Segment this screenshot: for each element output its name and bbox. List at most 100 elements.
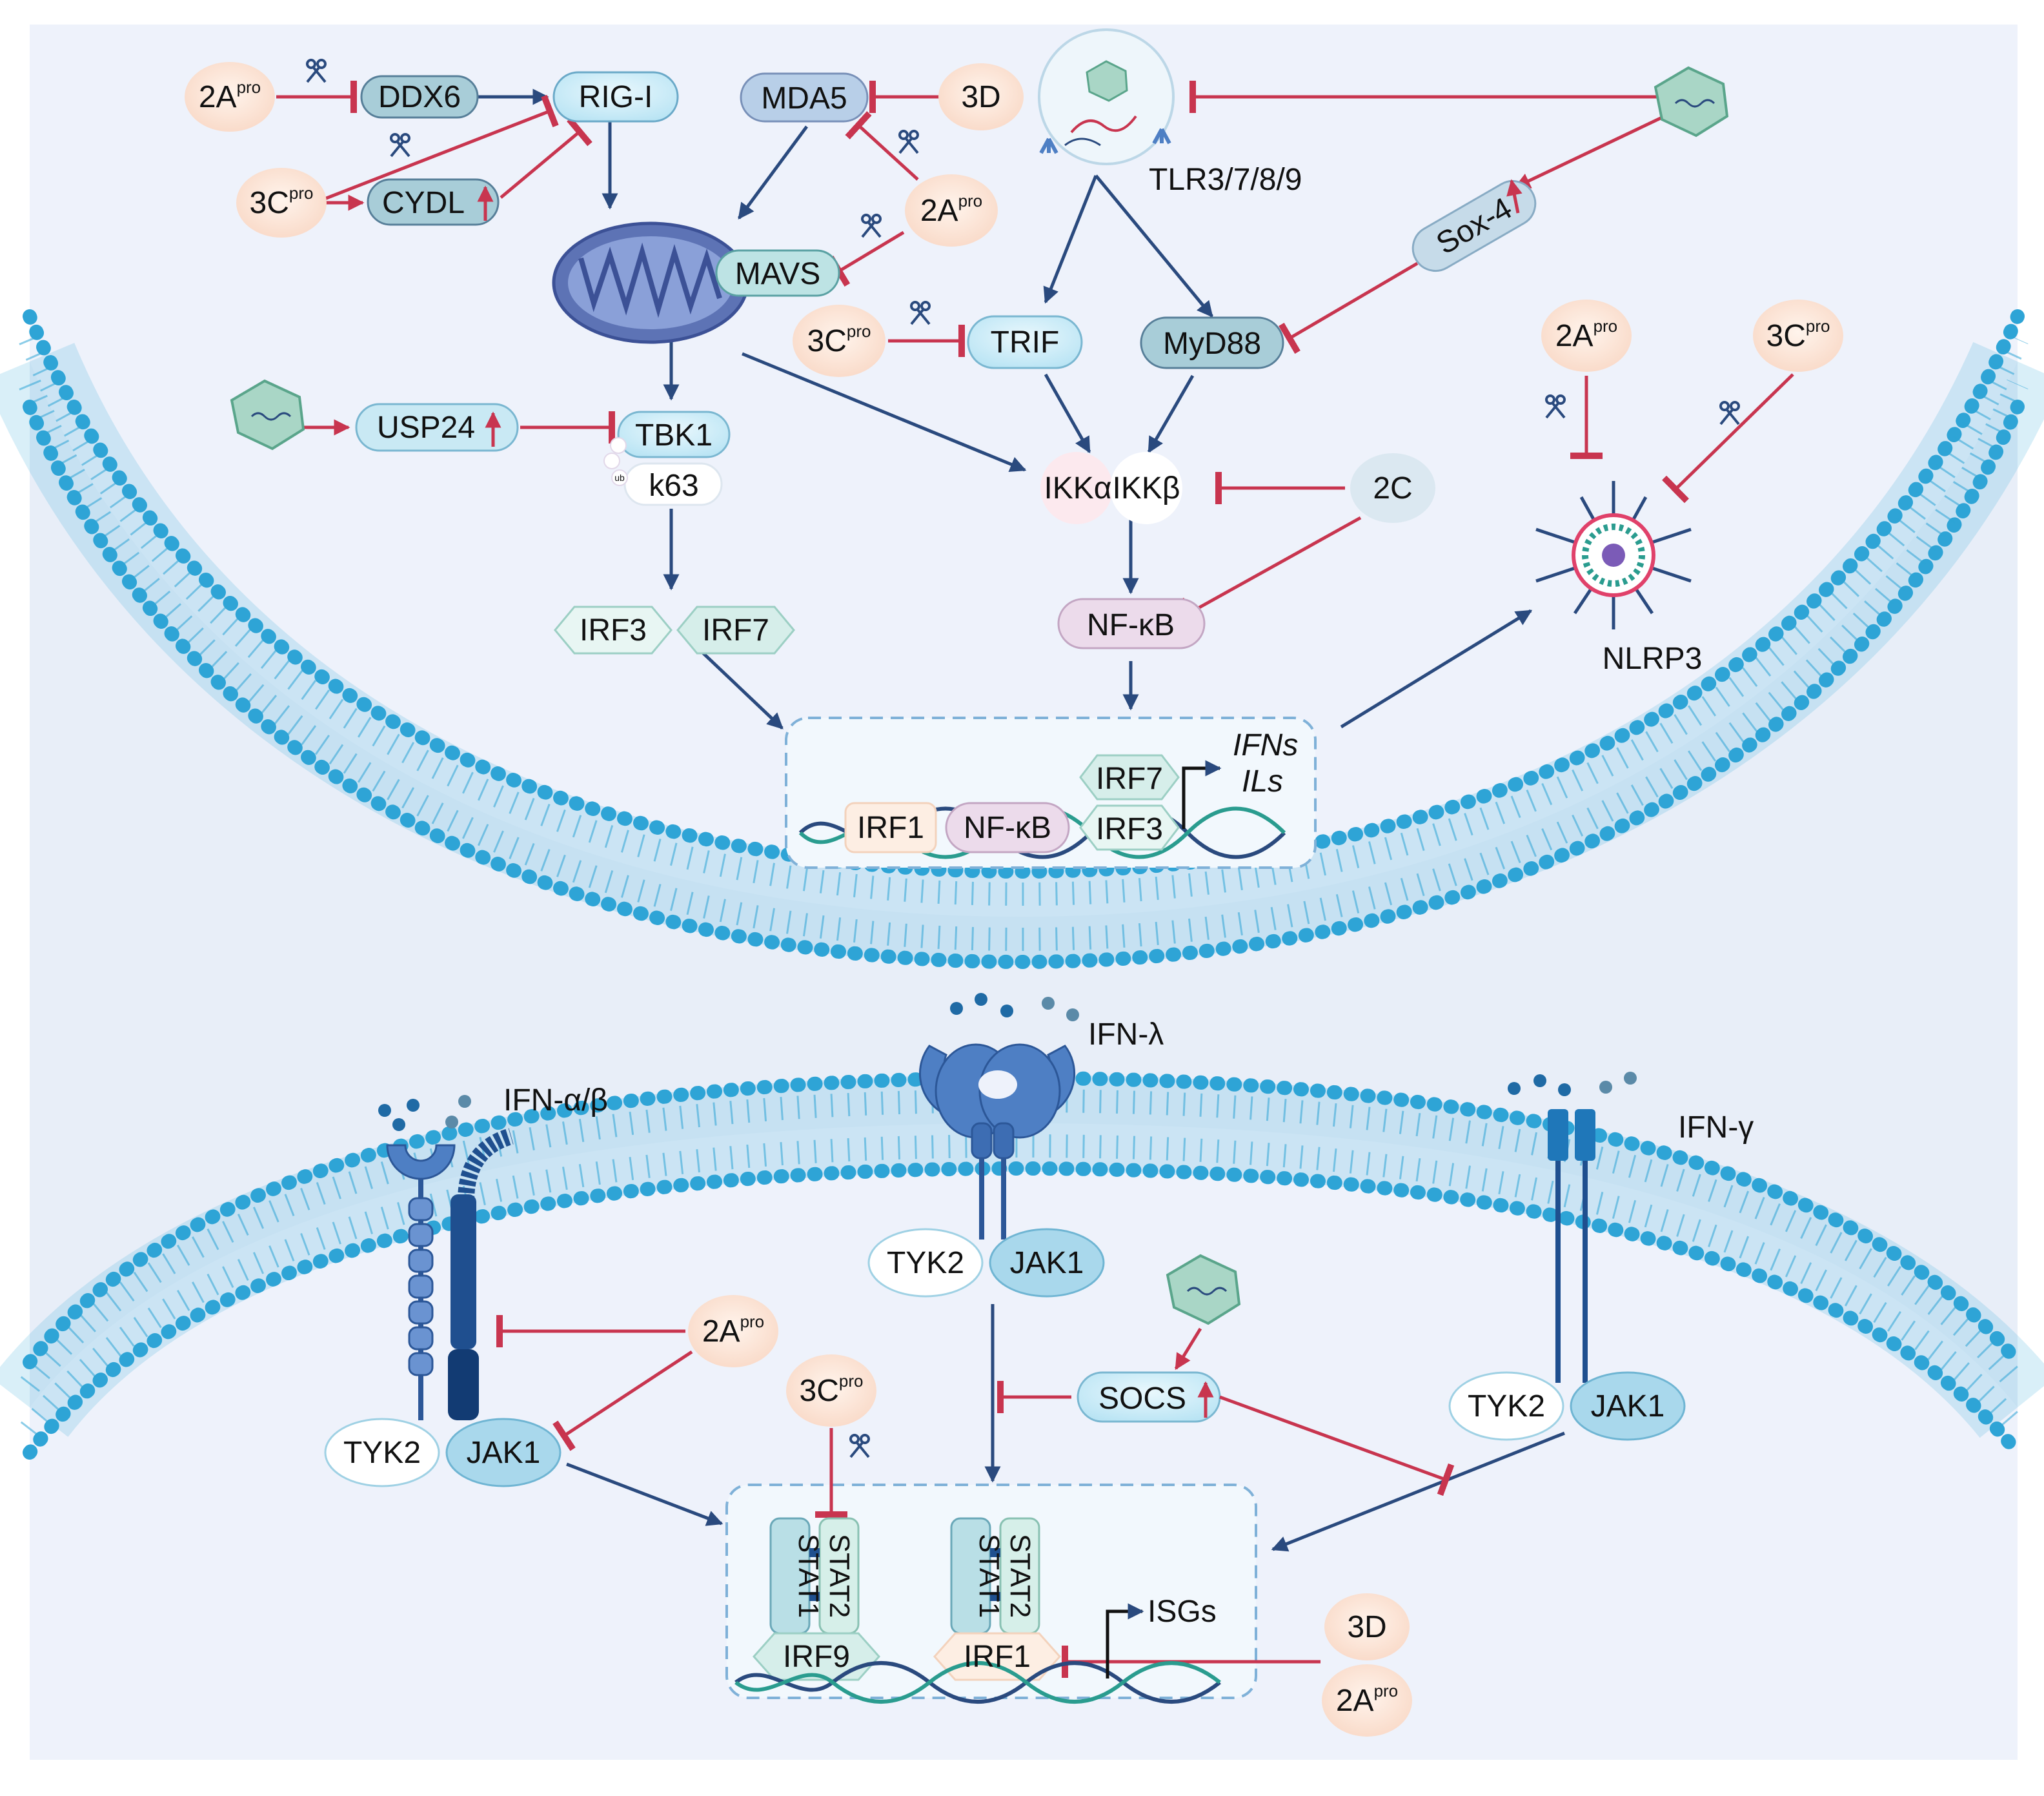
viral-protein-2c — [1350, 453, 1435, 523]
jak1-left — [445, 1418, 562, 1487]
label-ikkb: IKKβ — [1113, 471, 1180, 505]
label-irf7: IRF7 — [1096, 762, 1163, 796]
label-2a: 2Apro — [920, 191, 982, 228]
label-stat2: STAT2 — [1004, 1534, 1036, 1618]
label-ub: ub — [614, 473, 625, 483]
label-nfkb: NF-κB — [964, 811, 1051, 845]
nucleus-nfkb — [945, 802, 1070, 853]
node-irf7 — [676, 606, 795, 655]
label-ils: ILs — [1242, 764, 1283, 799]
label-jak1: JAK1 — [467, 1436, 541, 1470]
label-isgs: ISGs — [1148, 1595, 1217, 1629]
label-irf3: IRF3 — [580, 613, 647, 648]
label-myd88: MyD88 — [1163, 327, 1261, 361]
jak1-right — [1570, 1371, 1686, 1441]
node-irf9 — [752, 1632, 881, 1681]
label-mavs: MAVS — [735, 257, 820, 291]
viral-protein-2a — [185, 62, 275, 132]
node-tbk1 — [617, 411, 731, 458]
stat-dimer-left — [769, 1517, 860, 1635]
viral-protein-3c — [793, 305, 885, 377]
nucleus-irf1 — [844, 802, 937, 853]
inhibition-arrows-lower — [496, 1315, 1455, 1678]
text-labels: 2Apro 3Cpro 3D 2Apro 3Cpro 2C 2Apro 3Cpr… — [199, 77, 1830, 1718]
ifngr-receptor — [1548, 1109, 1595, 1383]
label-3c: 3Cpro — [800, 1371, 864, 1408]
label-2a: 2Apro — [199, 77, 261, 114]
label-cydl: CYDL — [382, 186, 465, 220]
label-ddx6: DDX6 — [378, 80, 461, 114]
node-ikka — [1040, 452, 1113, 524]
node-ddx6 — [360, 75, 479, 119]
jak1-center — [989, 1228, 1105, 1298]
label-3c: 3Cpro — [1766, 316, 1830, 353]
label-ifn-g: IFN-γ — [1678, 1110, 1754, 1145]
label-3c: 3Cpro — [250, 183, 314, 220]
label-irf3: IRF3 — [1096, 812, 1163, 846]
label-stat2: STAT2 — [824, 1534, 855, 1618]
label-tbk1: TBK1 — [635, 418, 713, 453]
label-stat1: STAT1 — [793, 1534, 824, 1618]
label-2c: 2C — [1373, 471, 1412, 505]
label-jak1: JAK1 — [1010, 1246, 1084, 1280]
tyk2-left — [324, 1418, 440, 1487]
label-3d: 3D — [1347, 1610, 1386, 1644]
label-nfkb: NF-κB — [1087, 608, 1175, 642]
red-activation-arrows-upper — [297, 109, 1677, 436]
label-irf1: IRF1 — [857, 811, 924, 845]
label-ikka: IKKα — [1044, 471, 1111, 505]
virus-capsid-icon — [1166, 1254, 1241, 1325]
label-2a: 2Apro — [1555, 316, 1617, 353]
virus-capsid-icon — [230, 379, 305, 451]
scissors-icons — [306, 59, 1740, 1458]
viral-protein-2a — [1322, 1664, 1412, 1737]
label-3c: 3Cpro — [807, 321, 871, 358]
node-irf3 — [554, 606, 673, 655]
tyk2-center — [867, 1228, 984, 1298]
node-ikkb — [1110, 452, 1182, 524]
dna-helix-lower — [734, 1661, 1221, 1704]
ifn-ligand-dots — [378, 993, 1637, 1131]
inhibition-arrows-upper — [276, 81, 1794, 629]
transcription-start-arrow — [1182, 760, 1222, 829]
label-irf7: IRF7 — [702, 613, 769, 648]
label-mda5: MDA5 — [761, 81, 847, 116]
label-tyk2: TYK2 — [1468, 1389, 1545, 1424]
label-ifn-l: IFN-λ — [1088, 1017, 1164, 1052]
nucleus-irf3 — [1079, 804, 1180, 851]
nlrp3-inflammasome — [1535, 481, 1692, 629]
label-tyk2: TYK2 — [887, 1246, 964, 1280]
viral-protein-2a — [688, 1295, 778, 1367]
label-k63: k63 — [649, 469, 698, 503]
label-stat1: STAT1 — [973, 1534, 1005, 1618]
node-trif — [967, 315, 1083, 369]
ifnlr-receptor — [918, 1043, 1076, 1240]
label-irf1: IRF1 — [964, 1640, 1031, 1674]
label-nlrp3: NLRP3 — [1603, 642, 1703, 676]
label-2a: 2Apro — [1336, 1681, 1398, 1718]
activation-arrows-upper — [478, 88, 1533, 730]
label-tlr: TLR3/7/8/9 — [1149, 163, 1302, 197]
node-usp24 — [355, 403, 519, 452]
label-jak1: JAK1 — [1591, 1389, 1665, 1424]
viral-protein-3c — [1753, 300, 1843, 372]
viral-protein-2a — [905, 174, 998, 247]
tyk2-right — [1448, 1371, 1564, 1441]
viral-protein-3c — [786, 1354, 876, 1427]
upregulation-marks — [477, 179, 1523, 1418]
ub-chain — [603, 437, 628, 486]
node-irf1-lower — [933, 1632, 1062, 1681]
label-socs: SOCS — [1098, 1382, 1186, 1416]
upper-cell-membrane — [0, 342, 2044, 966]
viral-protein-2a — [1541, 300, 1632, 372]
viral-protein-3d — [1324, 1593, 1410, 1660]
node-myd88 — [1140, 316, 1284, 369]
label-ifns: IFNs — [1233, 728, 1298, 762]
label-rig-i: RIG-I — [579, 80, 653, 114]
label-2a: 2Apro — [702, 1312, 764, 1349]
lower-cell-cytoplasm — [30, 1123, 2018, 1760]
endosome-tlr — [1038, 28, 1175, 165]
isg-transcription-arrow — [1106, 1603, 1144, 1679]
